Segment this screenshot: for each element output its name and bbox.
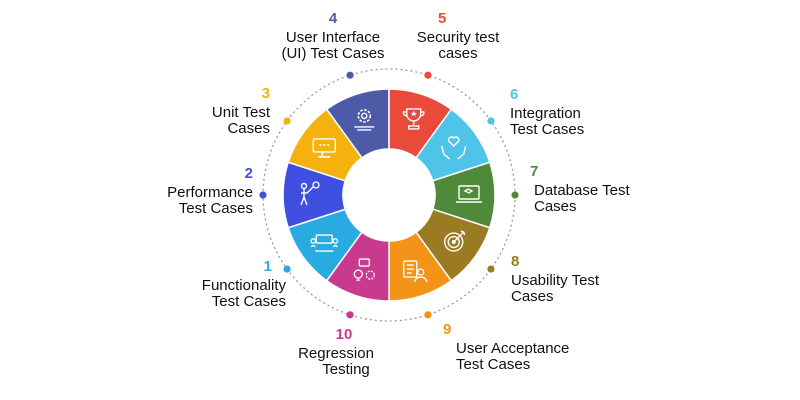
ring-dot-6 xyxy=(487,117,495,125)
label-functionality: 1 Functionality Test Cases xyxy=(182,258,286,310)
label-number: 1 xyxy=(263,258,272,275)
label-user-interface: 4 User Interface (UI) Test Cases xyxy=(268,10,398,62)
ring-dot-2 xyxy=(259,191,267,199)
label-number: 8 xyxy=(511,253,520,270)
target-icon xyxy=(444,230,466,252)
laptop-icon xyxy=(456,185,482,203)
label-unit: 3 Unit Test Cases xyxy=(170,85,270,137)
label-number: 9 xyxy=(443,321,452,338)
label-number: 6 xyxy=(510,86,519,103)
presenter-icon xyxy=(300,181,320,206)
user-checklist-icon xyxy=(403,260,428,283)
label-user-acceptance: 9 User Acceptance Test Cases xyxy=(443,321,593,373)
label-usability: 8 Usability Test Cases xyxy=(511,253,631,305)
label-number: 7 xyxy=(530,163,539,180)
label-number: 2 xyxy=(244,165,253,182)
segment-10 xyxy=(325,231,390,302)
label-number: 4 xyxy=(328,10,338,27)
ring-dot-3 xyxy=(283,117,291,125)
ring-dot-5 xyxy=(424,71,432,79)
ring-dot-10 xyxy=(346,311,354,319)
bulb-settings-icon xyxy=(353,258,375,281)
meeting-icon xyxy=(310,234,339,252)
screen-chat-icon xyxy=(312,138,336,158)
label-performance: 2 Performance Test Cases xyxy=(132,165,253,217)
label-number: 10 xyxy=(335,326,353,343)
gear-tools-icon xyxy=(354,109,375,131)
ring-dot-1 xyxy=(283,265,291,273)
ring-dot-9 xyxy=(424,311,432,319)
hands-heart-icon xyxy=(441,136,467,160)
trophy-icon xyxy=(402,108,425,130)
label-security: 5 Security test cases xyxy=(398,10,518,62)
ring-dot-7 xyxy=(511,191,519,199)
label-regression: 10 Regression Testing xyxy=(286,326,386,378)
center-hole xyxy=(344,150,434,240)
ring-dot-8 xyxy=(487,265,495,273)
label-number: 3 xyxy=(261,85,270,102)
label-number: 5 xyxy=(438,10,447,27)
ring-dot-4 xyxy=(346,71,354,79)
label-integration: 6 Integration Test Cases xyxy=(510,86,620,138)
label-database: 7 Database Test Cases xyxy=(530,163,664,215)
